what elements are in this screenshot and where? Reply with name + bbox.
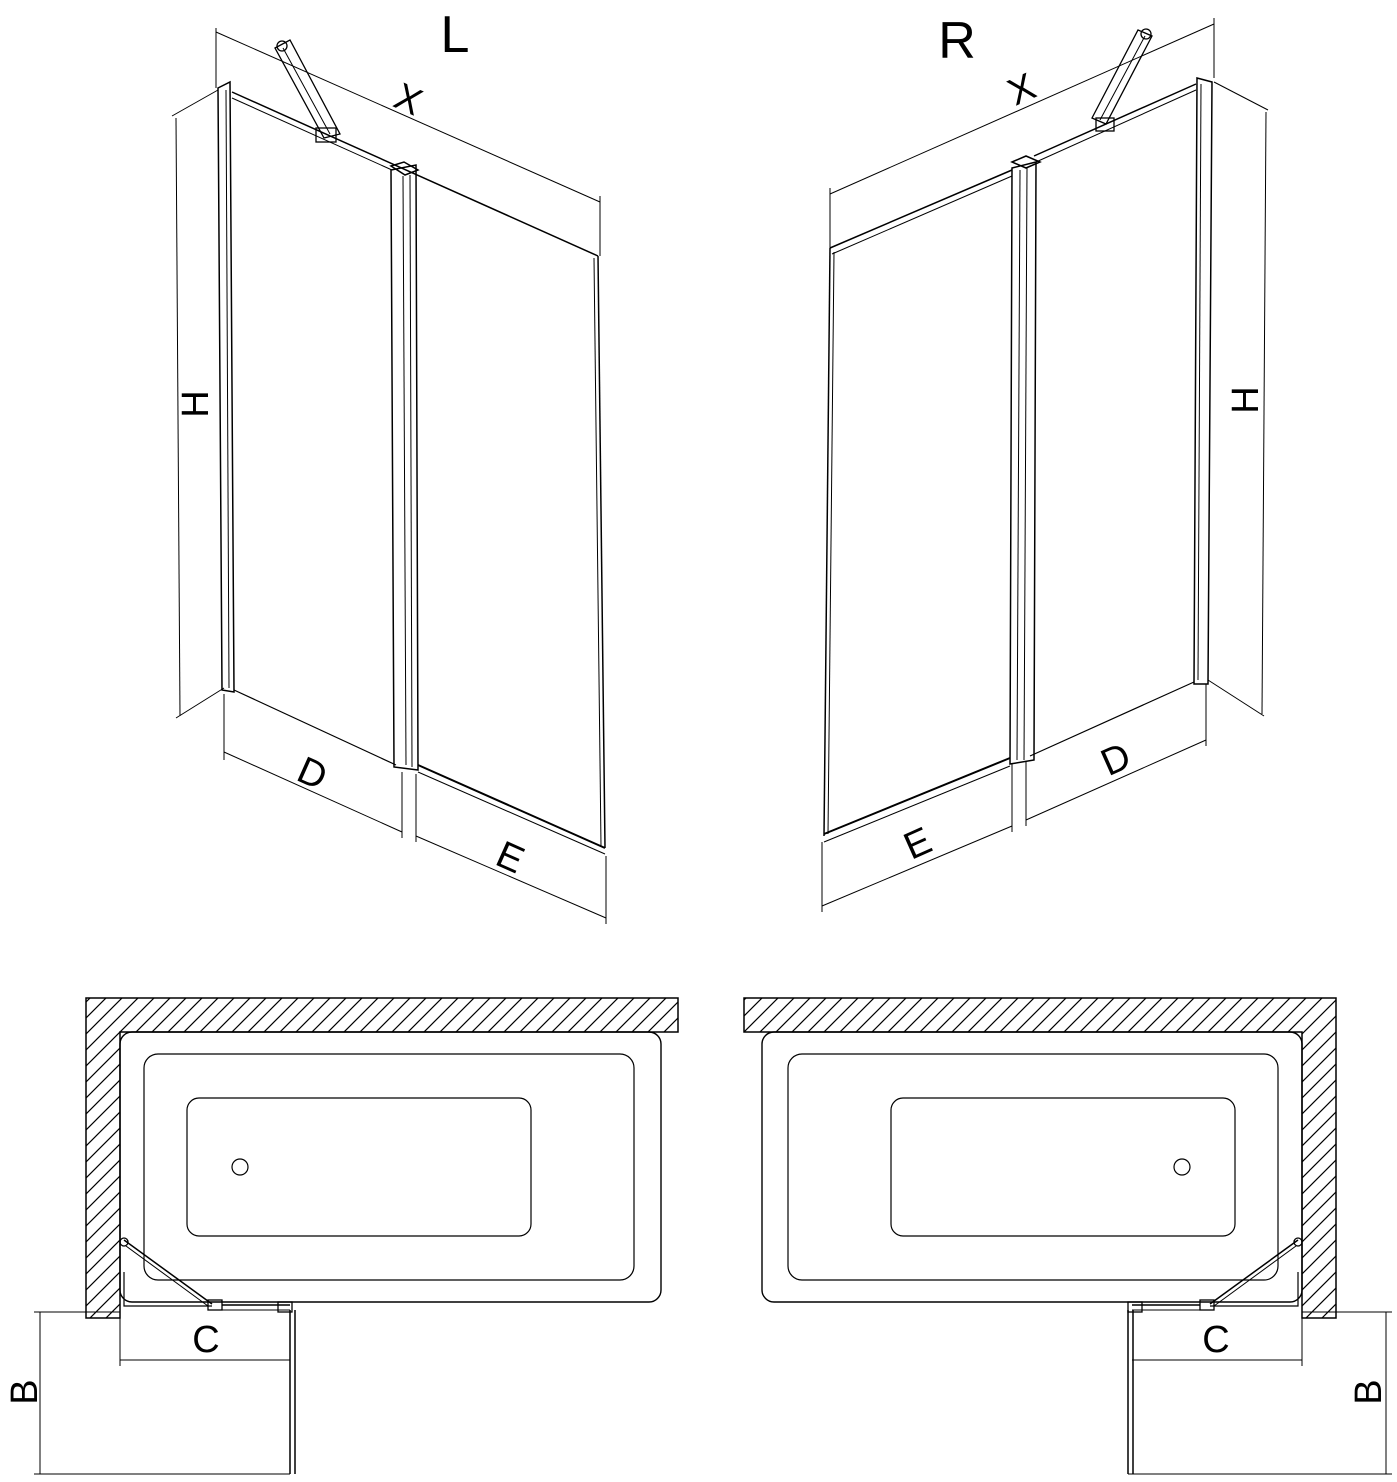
left-dim-c <box>119 1318 290 1366</box>
left-view-title: L <box>441 6 470 64</box>
right-label-d: D <box>1095 735 1137 785</box>
left-moving-panel <box>417 255 606 855</box>
right-label-x: X <box>1002 66 1042 115</box>
left-screen-plan <box>119 1237 296 1474</box>
left-plan-walls <box>85 997 679 1319</box>
left-middle-profile <box>389 161 420 771</box>
right-label-e: E <box>898 820 938 869</box>
right-view-title: R <box>938 12 976 70</box>
right-dim-x <box>829 18 1215 248</box>
right-middle-profile <box>1009 155 1042 765</box>
left-fixed-panel <box>231 91 599 766</box>
right-stabilizer-bar <box>1091 28 1153 132</box>
left-label-e: E <box>490 834 530 883</box>
left-label-b: B <box>4 1379 46 1404</box>
right-bathtub <box>761 1031 1303 1303</box>
left-bathtub <box>119 1031 662 1303</box>
right-dim-h <box>1207 81 1269 717</box>
right-dim-c <box>1132 1318 1303 1366</box>
right-label-c: C <box>1202 1319 1229 1361</box>
left-label-d: D <box>291 749 333 799</box>
right-dim-d <box>1025 684 1207 826</box>
right-plan-view: C B <box>743 997 1392 1475</box>
right-dim-e <box>821 764 1013 912</box>
left-plan-view: C B <box>4 997 679 1475</box>
right-plan-walls <box>743 997 1337 1319</box>
left-label-x: X <box>388 76 428 125</box>
left-dim-d <box>223 694 403 838</box>
right-iso-view: R X H D E <box>821 12 1269 912</box>
left-dim-e <box>415 774 607 924</box>
left-dim-x <box>215 28 601 256</box>
right-label-b: B <box>1348 1379 1390 1404</box>
right-fixed-panel <box>1029 83 1197 757</box>
right-label-h: H <box>1225 386 1267 413</box>
right-moving-panel <box>823 169 1013 843</box>
left-stabilizer-bar <box>274 39 341 143</box>
right-wall-profile <box>1193 77 1213 685</box>
right-screen-plan <box>1127 1237 1303 1474</box>
left-label-c: C <box>192 1319 219 1361</box>
left-dim-b <box>34 1311 290 1475</box>
left-label-h: H <box>175 390 217 417</box>
left-dim-h <box>171 89 225 719</box>
left-wall-profile <box>217 80 235 693</box>
left-iso-view: L X H D E <box>171 6 607 924</box>
right-dim-b <box>1128 1311 1392 1475</box>
